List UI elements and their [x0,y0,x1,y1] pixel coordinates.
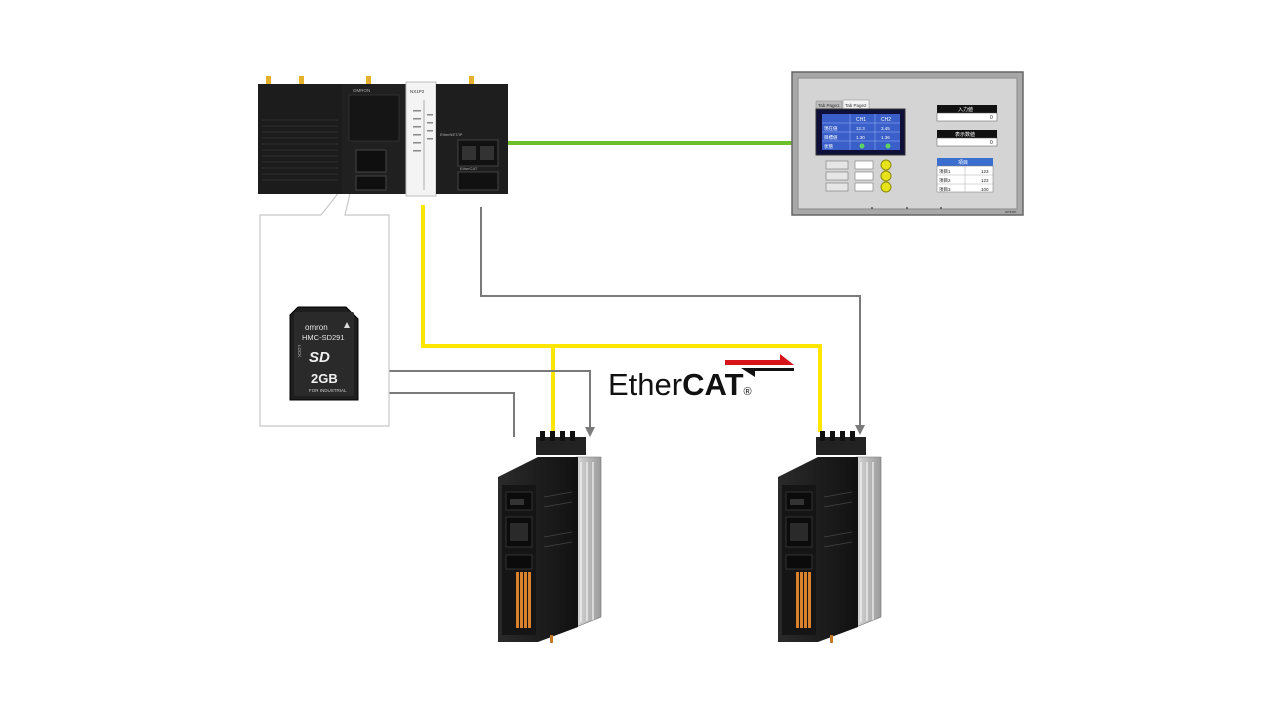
power-supply-unit [258,84,342,194]
ethercat-cable [421,205,822,440]
data-arrow-sd-to-drive1 [371,370,595,437]
port-label-ethernet: EtherNET/IP [440,132,463,137]
hmi-tab-2: Tab Page2 [845,103,867,108]
sd-note: FOR INDUSTRIAL [309,388,347,393]
controller-brand: OMRON [353,88,370,93]
hmi-side-row-label: 項目1 [939,169,951,175]
hmi-panel-title: 入力値 [958,106,973,113]
sd-lock-label: LOCK [297,345,302,357]
hmi-panel-title: 表示数値 [955,131,975,138]
sd-logo: SD [309,349,330,366]
hmi-row-label: 状態 [824,143,833,149]
hmi-button [825,160,849,170]
controller-model: NX1P2 [410,89,425,94]
data-arrow-drive1-to-sd [373,388,515,437]
hmi-button [825,182,849,192]
hmi-side-row-label: 項目2 [939,178,951,184]
sd-card: omron HMC-SD291 SD 2GB FOR INDUSTRIAL LO… [289,306,359,401]
hmi-col-ch2: CH2 [881,117,891,123]
hmi-button-group [825,159,892,193]
hmi-indicator-lamp [880,170,892,182]
hmi-side-table-title: 項目 [958,160,968,166]
data-arrow-plc-to-drive2 [480,207,865,435]
hmi-status-lamp [885,143,891,149]
connection-lines [371,141,865,440]
hmi-brand: omron [1005,209,1016,214]
hmi-indicator-lamp [880,159,892,171]
hmi-side-row-value: 123 [981,178,989,183]
port-label-ethercat: EtherCAT [460,166,478,171]
ethercat-arrow-red-icon [725,354,794,365]
hmi-button [825,171,849,181]
sd-slot [355,149,387,173]
hmi-row-value: 3.45 [881,126,890,131]
hmi-indicator-lamp [880,181,892,193]
hmi-status-lamp [859,143,865,149]
hmi-row-value: 12.3 [856,126,865,131]
ethercat-logo-bold: CAT [682,367,743,402]
ethercat-logo-mark: ® [744,386,752,398]
ethercat-logo-light: Ether [608,367,682,402]
hmi-col-ch1: CH1 [856,117,866,123]
hmi-panel-value: 0 [990,115,993,121]
hmi-row-value: 1.36 [881,135,890,140]
hmi-row-label: 現在値 [824,125,838,132]
hmi-side-row-value: 100 [981,187,989,192]
hmi-row-value: 1.30 [856,135,865,140]
hmi-panel-value: 0 [990,140,993,146]
sd-lock-arrow-icon [344,322,350,328]
plc-controller: OMRON NX1P2 EtherNET/IP EtherCAT [258,76,508,197]
hmi-touch-panel: Tab Page1 Tab Page2 CH1 CH2 現在値 12.3 3.4… [791,71,1024,216]
servo-drive-1 [498,431,602,643]
hmi-tab-1: Tab Page1 [818,103,840,108]
hmi-side-row-value: 123 [981,169,989,174]
hmi-row-label: 目標値 [824,134,838,141]
sd-model: HMC-SD291 [302,333,345,342]
ethercat-arrow-black-icon [741,368,794,377]
sd-brand: omron [305,323,328,332]
sd-capacity: 2GB [311,371,338,386]
servo-drive-2 [778,431,882,643]
svg-text:EtherCAT®: EtherCAT® [608,367,752,402]
ethercat-logo: EtherCAT® [608,354,794,402]
hmi-side-row-label: 項目3 [939,187,951,193]
